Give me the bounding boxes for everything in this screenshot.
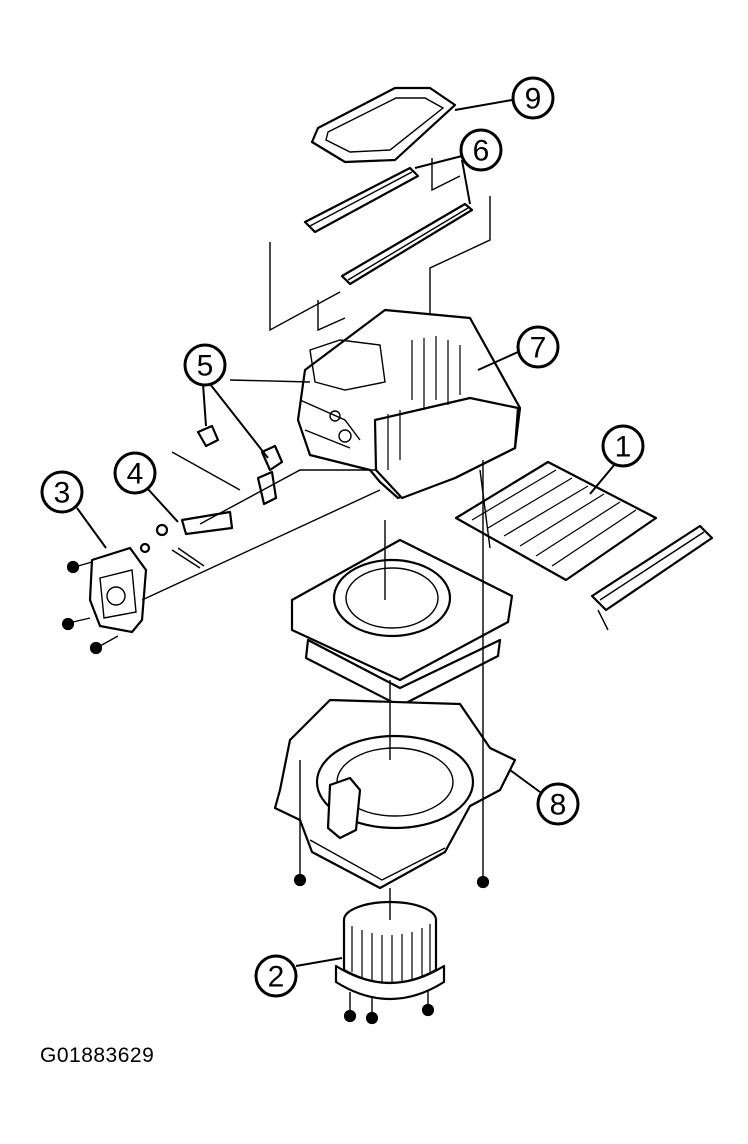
callout-3: 3 (40, 470, 84, 514)
part-fan-ring-frame (290, 538, 514, 708)
callout-9: 9 (511, 76, 555, 120)
callout-8-label: 8 (550, 789, 567, 822)
part-actuator-motor (61, 489, 381, 655)
part-actuator-shaft (139, 469, 375, 569)
callout-7: 7 (516, 325, 560, 369)
callout-6-label: 6 (473, 135, 490, 168)
part-gasket-seal (310, 86, 457, 164)
callout-1: 1 (601, 424, 645, 468)
callout-5-label: 5 (197, 350, 214, 383)
part-air-doors (269, 158, 491, 332)
part-blower-motor (334, 888, 446, 1025)
callout-5: 5 (183, 343, 227, 387)
callout-2: 2 (254, 954, 298, 998)
callout-3-label: 3 (54, 477, 71, 510)
callout-9-label: 9 (525, 83, 542, 116)
figure-id: G01883629 (40, 1044, 155, 1067)
callout-2-label: 2 (268, 961, 285, 994)
callout-4: 4 (113, 451, 157, 495)
part-intake-housing (296, 308, 522, 500)
callout-7-label: 7 (530, 332, 547, 365)
callout-4-label: 4 (127, 458, 144, 491)
leader-lines (76, 99, 616, 967)
callout-6: 6 (459, 128, 503, 172)
part-door-links (171, 379, 311, 506)
callout-8: 8 (536, 782, 580, 826)
part-blower-case (273, 460, 517, 890)
part-air-filter (454, 460, 714, 631)
callout-1-label: 1 (615, 431, 632, 464)
